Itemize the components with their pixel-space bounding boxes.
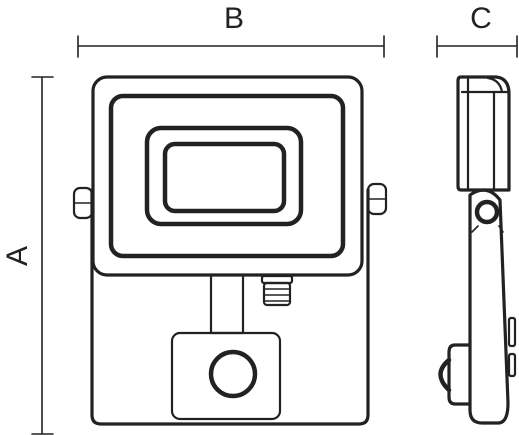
side-view [438, 75, 517, 425]
dimension-a-label: A [1, 246, 34, 266]
side-wall-plate [507, 316, 517, 378]
front-view [72, 75, 388, 426]
dimension-a: A [1, 76, 54, 435]
side-sensor [438, 343, 472, 406]
sensor-arm [209, 273, 245, 335]
motion-sensor [170, 331, 282, 421]
side-bracket [468, 188, 510, 425]
front-bracket [72, 182, 388, 426]
dimension-c: C [436, 2, 518, 58]
cable-gland [260, 274, 294, 307]
dimension-c-label: C [470, 2, 492, 35]
lamp-housing [91, 75, 364, 277]
dimension-b-label: B [224, 2, 244, 35]
side-housing [456, 75, 511, 192]
dimension-b: B [77, 2, 385, 58]
